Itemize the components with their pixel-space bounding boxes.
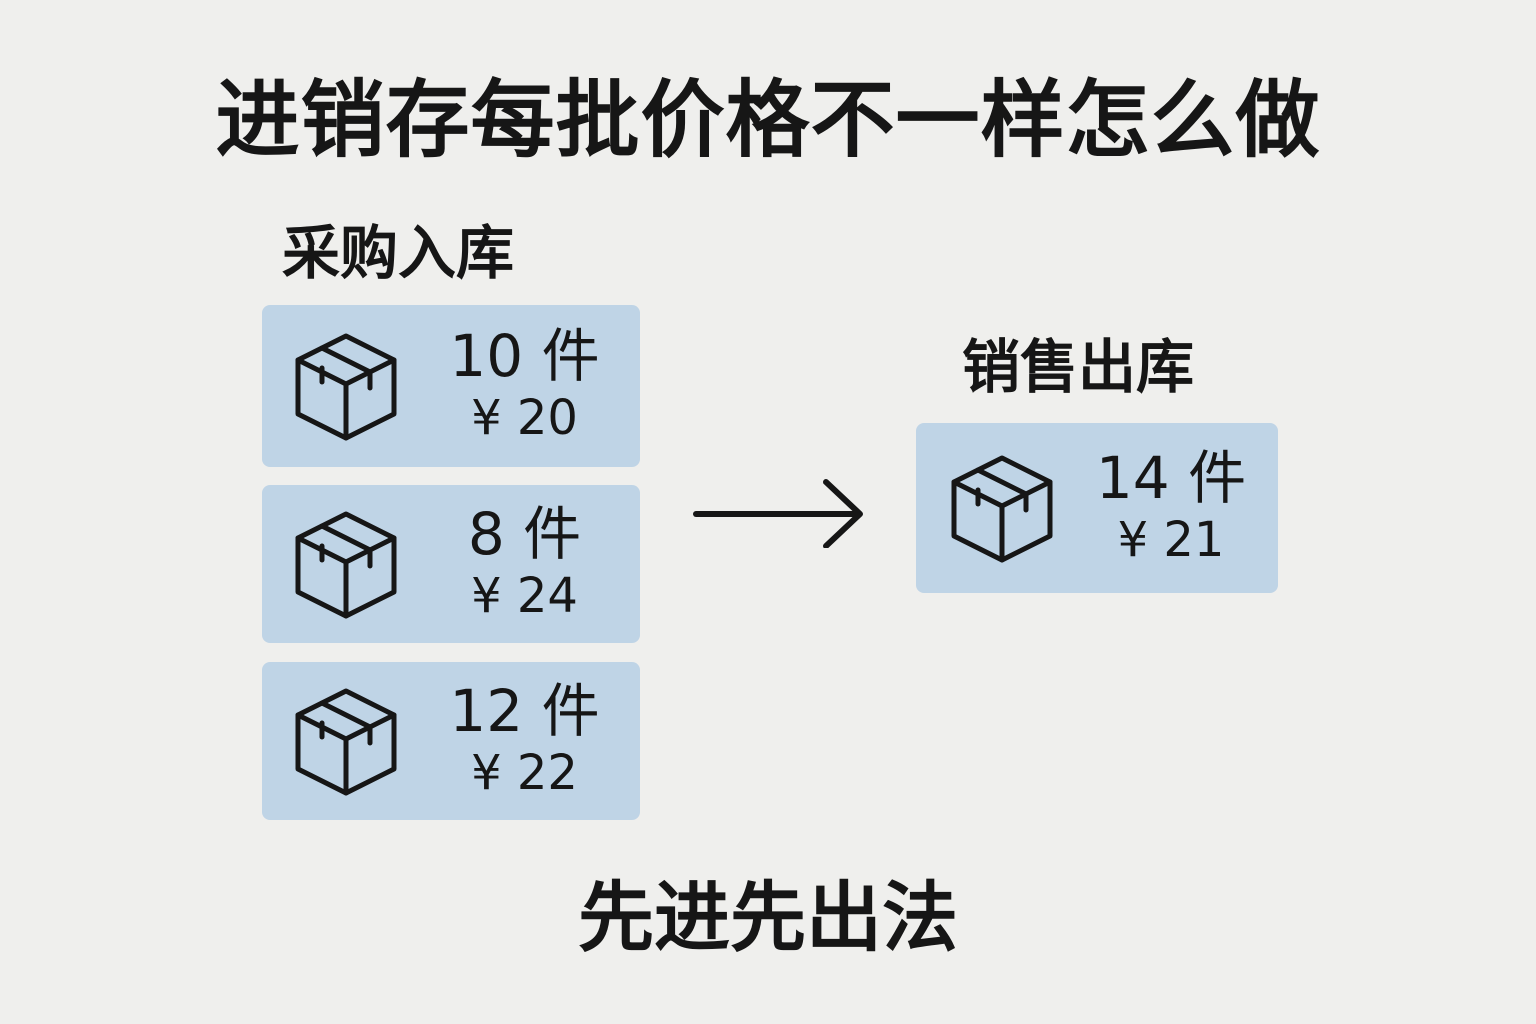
batch-quantity: 8 件 (467, 500, 582, 568)
purchase-batch-card-3: 12 件 ¥ 22 (262, 662, 640, 820)
box-icon (290, 508, 402, 620)
sales-card: 14 件 ¥ 21 (916, 423, 1278, 593)
sales-price: ¥ 21 (1117, 512, 1225, 568)
batch-text: 10 件 ¥ 20 (412, 305, 637, 467)
purchase-section-label: 采购入库 (282, 219, 515, 287)
sales-section-label: 销售出库 (962, 333, 1195, 401)
arrow-right-icon (690, 478, 870, 548)
sales-text: 14 件 ¥ 21 (1066, 423, 1276, 593)
batch-text: 12 件 ¥ 22 (412, 662, 637, 820)
sales-quantity: 14 件 (1095, 444, 1247, 512)
batch-quantity: 12 件 (449, 677, 600, 745)
batch-price: ¥ 24 (471, 568, 578, 624)
method-label: 先进先出法 (578, 873, 958, 962)
batch-price: ¥ 22 (471, 745, 578, 801)
page-title: 进销存每批价格不一样怎么做 (215, 71, 1321, 169)
purchase-batch-card-1: 10 件 ¥ 20 (262, 305, 640, 467)
purchase-batch-card-2: 8 件 ¥ 24 (262, 485, 640, 643)
batch-text: 8 件 ¥ 24 (412, 485, 637, 643)
batch-quantity: 10 件 (449, 322, 600, 390)
box-icon (290, 330, 402, 442)
box-icon (946, 452, 1058, 564)
batch-price: ¥ 20 (471, 390, 578, 446)
box-icon (290, 685, 402, 797)
